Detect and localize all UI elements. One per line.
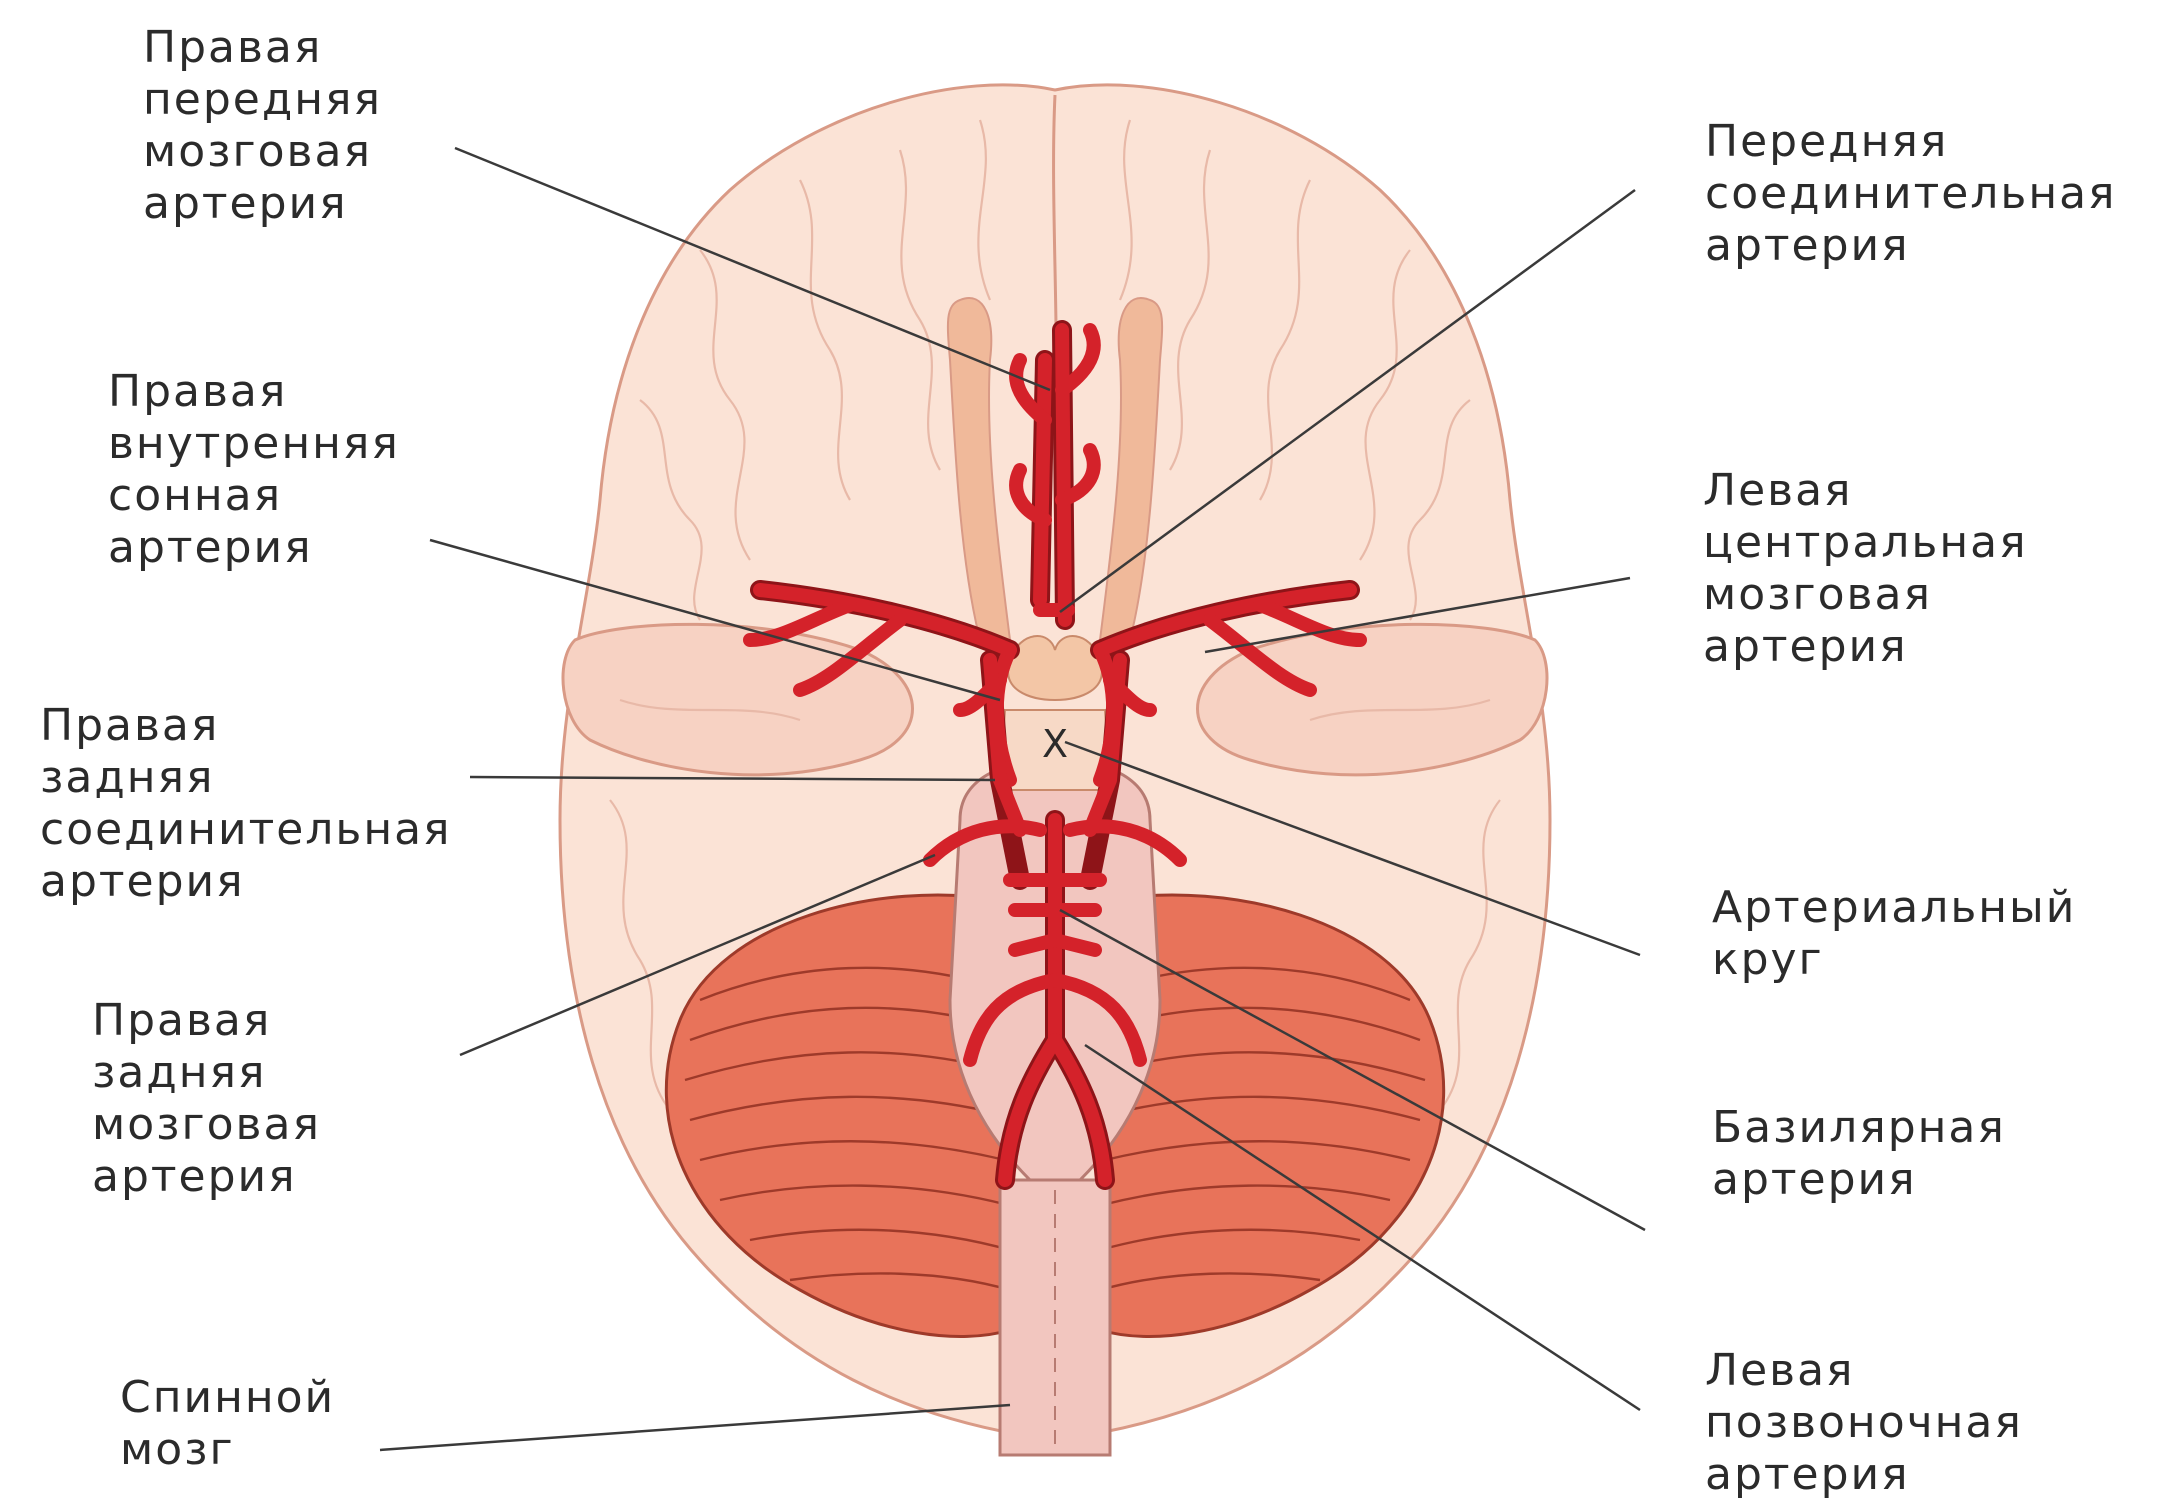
- left-anterior-cerebral-artery: [1040, 360, 1045, 600]
- arterial-circle-marker: X: [1042, 722, 1068, 766]
- label-left-middle-cerebral-artery: Левая центральная мозговая артерия: [1703, 465, 2028, 673]
- label-right-posterior-cerebral-artery: Правая задняя мозговая артерия: [92, 995, 321, 1203]
- label-right-posterior-communicating-artery: Правая задняя соединительная артерия: [40, 700, 452, 908]
- label-left-vertebral-artery: Левая позвоночная артерия: [1705, 1345, 2023, 1501]
- label-right-internal-carotid-artery: Правая внутренняя сонная артерия: [108, 366, 400, 574]
- label-spinal-cord: Спинной мозг: [120, 1372, 335, 1476]
- label-arterial-circle: Артериальный круг: [1712, 882, 2076, 986]
- leader-spinal-cord: [380, 1405, 1010, 1450]
- label-right-anterior-cerebral-artery: Правая передняя мозговая артерия: [143, 22, 382, 230]
- label-anterior-communicating-artery: Передняя соединительная артерия: [1705, 116, 2117, 272]
- label-basilar-artery: Базилярная артерия: [1712, 1102, 2006, 1206]
- right-anterior-cerebral-artery: [1062, 330, 1065, 620]
